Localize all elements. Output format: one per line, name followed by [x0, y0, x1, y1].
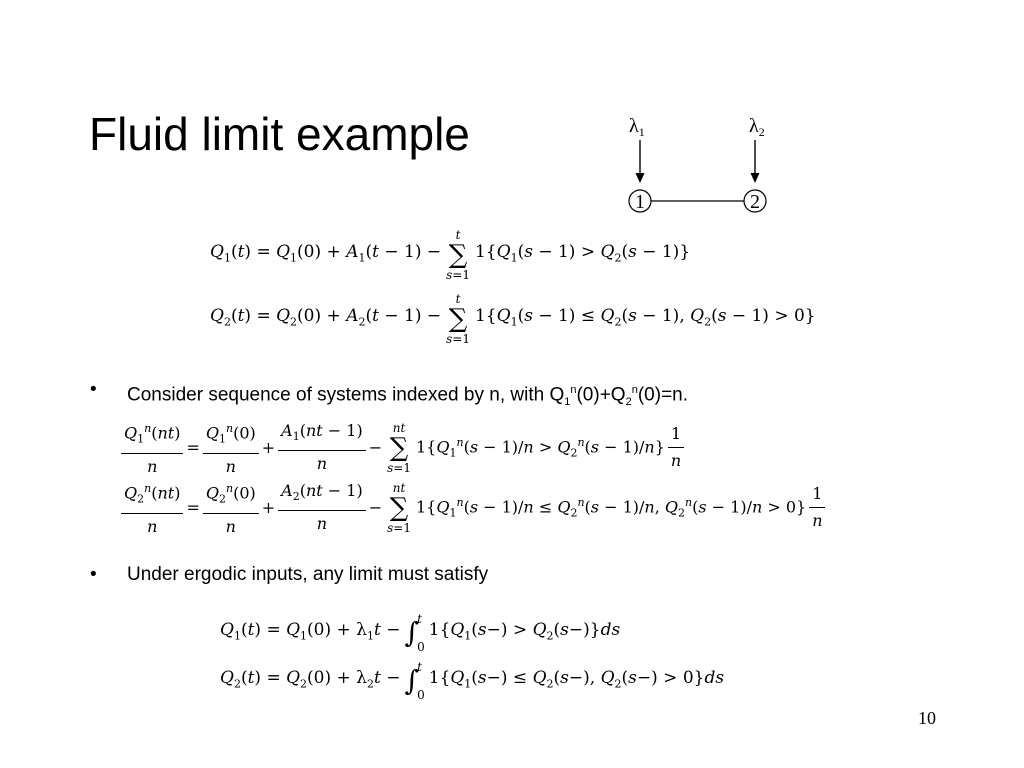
node-1: 1 — [628, 189, 652, 213]
queue-diagram: λ1 λ2 1 2 — [628, 115, 767, 213]
bullet-2-text: Under ergodic inputs, any limit must sat… — [127, 564, 489, 585]
equation-scaled-2: Q2n(nt)n = Q2n(0)n + A2(nt − 1)n − nt∑s=… — [118, 478, 829, 538]
page-number: 10 — [918, 708, 936, 728]
equation-discrete-2: Q2(t) = Q2(0) + A2(t − 1) − t∑s=1 1{Q1(s… — [210, 292, 816, 346]
arrival-arrow-2 — [750, 140, 760, 183]
node-2: 2 — [743, 189, 767, 213]
bullet-dot: • — [90, 379, 97, 400]
arrival-rate-2-label: λ2 — [749, 115, 765, 139]
node-2-label: 2 — [750, 191, 760, 213]
bullet-dot: • — [90, 564, 97, 585]
equation-discrete-1: Q1(t) = Q1(0) + A1(t − 1) − t∑s=1 1{Q1(s… — [210, 228, 691, 282]
equation-scaled-1: Q1n(nt)n = Q1n(0)n + A1(nt − 1)n − nt∑s=… — [118, 418, 687, 478]
bullet-1-text: Consider sequence of systems indexed by … — [127, 384, 689, 409]
node-1-label: 1 — [635, 191, 645, 213]
arrival-arrow-1 — [635, 140, 645, 183]
slide-title: Fluid limit example — [89, 108, 470, 160]
arrival-rate-1-label: λ1 — [629, 115, 645, 139]
